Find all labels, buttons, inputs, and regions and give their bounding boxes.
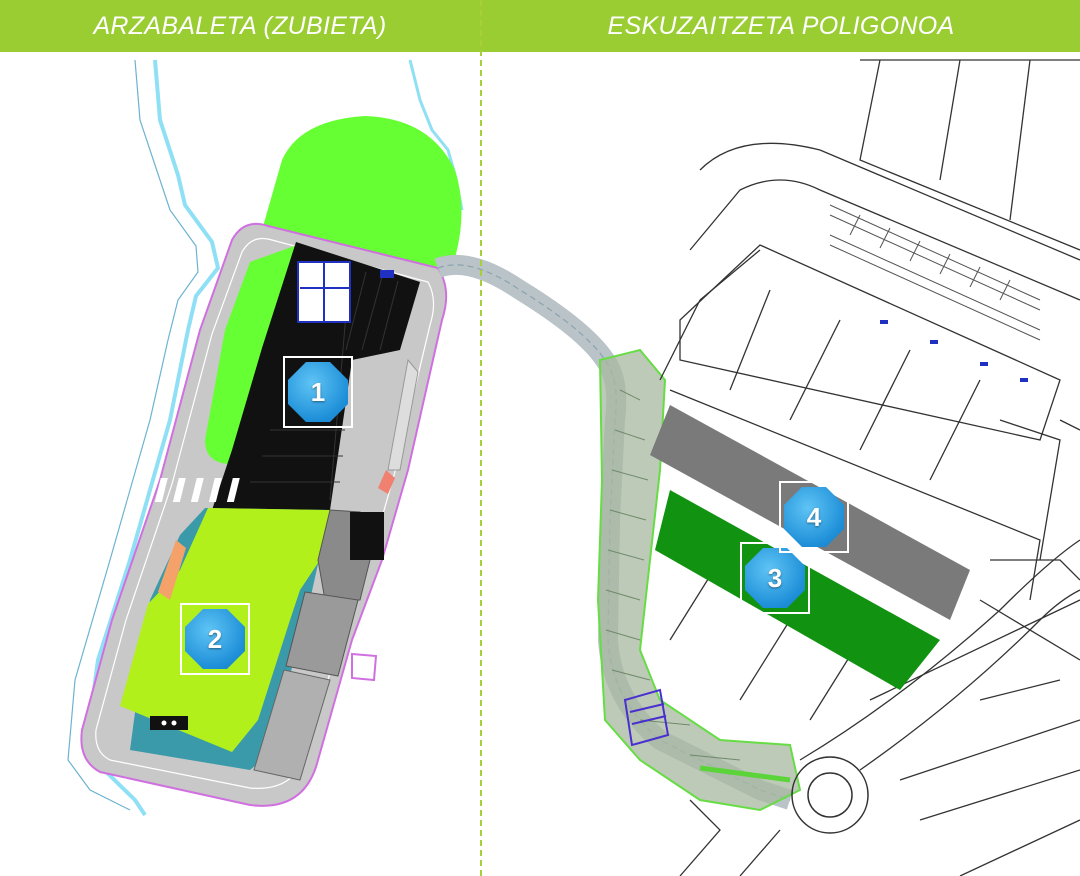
side-ramp — [387, 358, 419, 471]
octagon-badge: 1 — [288, 362, 348, 422]
access-structure — [623, 688, 670, 747]
green-mound — [262, 116, 462, 270]
roundabout-inner — [807, 772, 853, 818]
outer-path — [67, 59, 199, 811]
marker-2[interactable]: 2 — [180, 603, 250, 675]
gray-building-bottom — [253, 669, 331, 781]
connector-road-center — [437, 264, 791, 801]
octagon-badge: 3 — [745, 548, 805, 608]
road-curb-2 — [859, 589, 1080, 771]
site-road-inner-line — [95, 237, 435, 789]
octagon-badge: 2 — [185, 609, 245, 669]
blue-marker-small — [380, 270, 394, 278]
canal-line-inner — [79, 59, 209, 807]
orange-strip — [158, 540, 186, 600]
parking-stripes — [100, 478, 240, 502]
marker-1[interactable]: 1 — [283, 356, 353, 428]
green-path-strip — [699, 765, 791, 783]
blue-parking-marks — [880, 320, 1028, 382]
roundabout-outer — [791, 756, 869, 834]
octagon-badge: 4 — [784, 487, 844, 547]
header-bar: ARZABALETA (ZUBIETA) ESKUZAITZETA POLIGO… — [0, 0, 1080, 52]
side-ramp-red — [378, 470, 395, 494]
black-unit — [350, 512, 384, 560]
marker-4[interactable]: 4 — [779, 481, 849, 553]
office-building — [297, 261, 351, 323]
road-curb — [799, 539, 1080, 761]
right-area-title: ESKUZAITZETA POLIGONOA — [607, 12, 955, 40]
marker-3[interactable]: 3 — [740, 542, 810, 614]
area-divider — [480, 0, 482, 876]
pink-gate — [351, 652, 378, 682]
left-area-title: ARZABALETA (ZUBIETA) — [93, 12, 387, 40]
marker-number: 1 — [310, 376, 326, 407]
green-lawn — [205, 244, 300, 464]
parking-hatching — [829, 204, 1041, 341]
marker-number: 4 — [806, 501, 822, 532]
marker-number: 3 — [767, 562, 783, 593]
black-door — [150, 716, 188, 730]
gray-building-lower — [285, 591, 359, 677]
marker-number: 2 — [207, 623, 223, 654]
